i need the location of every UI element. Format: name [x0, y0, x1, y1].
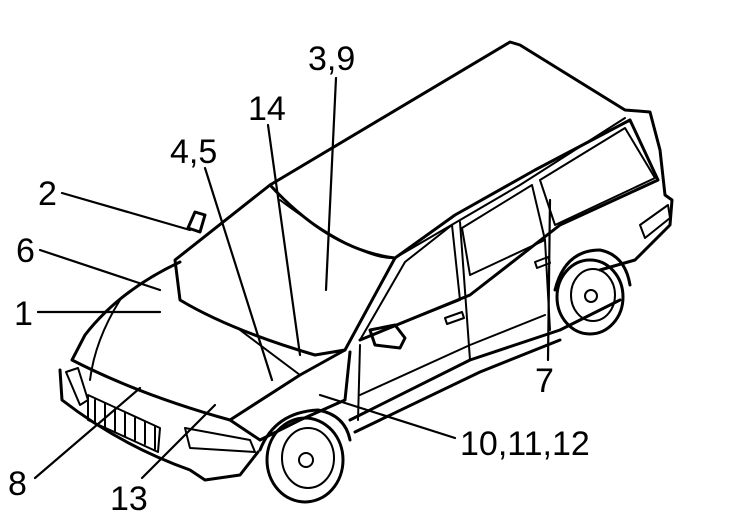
leader-10-11-12 [318, 393, 457, 440]
front-door-window [359, 224, 461, 341]
leader-8 [33, 386, 142, 480]
leader-7 [546, 198, 552, 362]
leader-lines [33, 76, 552, 480]
callout-labels: 3,9 14 4,5 2 6 1 7 10,11,12 8 13 [8, 40, 590, 518]
front-fender [228, 350, 352, 442]
leader-4-5 [203, 166, 274, 382]
label-3-9: 3,9 [308, 40, 355, 78]
car-illustration [58, 40, 674, 504]
label-4-5: 4,5 [170, 133, 217, 171]
rear-door-window [461, 184, 546, 276]
front-wheel-hub [298, 452, 314, 468]
headlight-left [65, 367, 89, 406]
front-wheel-arch [258, 408, 352, 452]
rear-wheel-arch [553, 248, 632, 292]
side-sill [348, 298, 622, 434]
rear-wheel-rim [570, 268, 616, 322]
label-14: 14 [248, 90, 286, 128]
label-7: 7 [535, 362, 554, 400]
front-wheel-rim [281, 427, 335, 489]
label-10-11-12: 10,11,12 [460, 425, 590, 463]
label-13: 13 [110, 480, 148, 518]
door-handles [444, 256, 551, 325]
front-wheel [265, 416, 345, 504]
antenna [186, 210, 207, 234]
leader-3-9 [324, 76, 338, 292]
leader-14 [266, 123, 302, 357]
side-windows-frame [358, 118, 660, 342]
leader-13 [140, 403, 217, 480]
label-2: 2 [38, 175, 57, 213]
hood [70, 260, 347, 422]
label-1: 1 [14, 295, 33, 333]
side-molding [359, 314, 546, 396]
front-bumper [58, 368, 260, 482]
side-mirror [368, 323, 407, 350]
rear-wheel-hub [584, 289, 598, 303]
grille [87, 394, 161, 453]
headlight-right [184, 427, 256, 453]
rear-light [639, 204, 671, 239]
windshield [173, 183, 397, 357]
rear-quarter-window [539, 127, 656, 226]
hood-crease [89, 299, 301, 381]
rear-wheel [555, 258, 625, 336]
leader-2 [60, 191, 192, 232]
label-6: 6 [16, 232, 35, 270]
label-8: 8 [8, 465, 27, 503]
leader-6 [38, 248, 162, 292]
roof-outline [268, 40, 674, 272]
